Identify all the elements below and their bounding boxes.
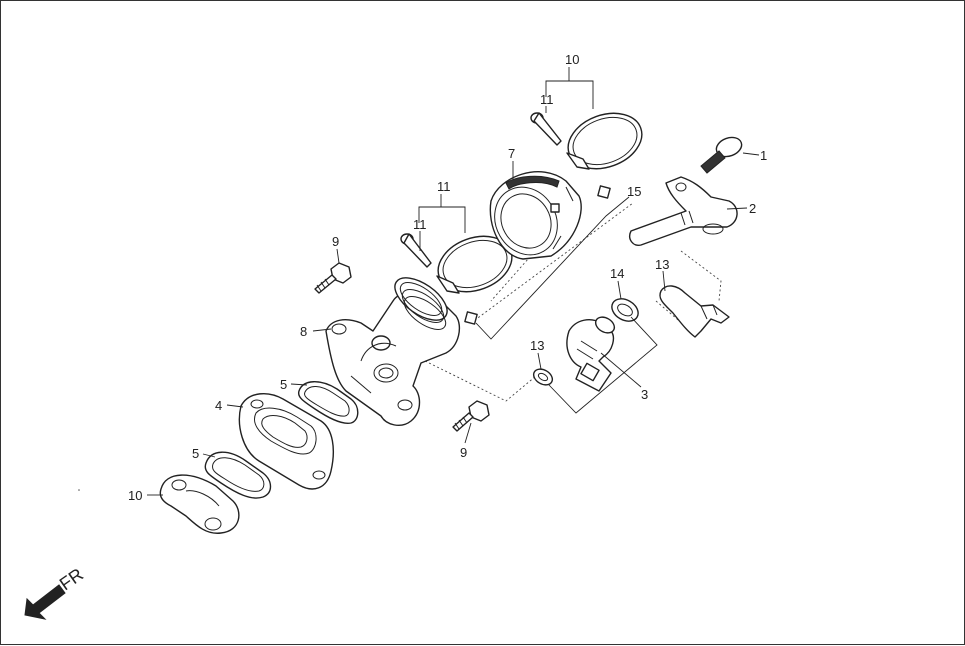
part-7-intake-manifold bbox=[325, 277, 461, 427]
callout-14: 14 bbox=[610, 266, 624, 281]
callout-4: 4 bbox=[215, 398, 222, 413]
callout-15: 15 bbox=[627, 184, 641, 199]
callout-9-top: 10 bbox=[565, 52, 579, 67]
part-4-insulator bbox=[238, 393, 334, 490]
callout-11-right: 11 bbox=[540, 92, 554, 107]
front-arrow-icon bbox=[24, 584, 66, 620]
part-12-bracket bbox=[659, 285, 730, 338]
part-11-screw-right bbox=[530, 112, 562, 146]
callout-labels: 10 11 1 7 11 15 2 11 9 13 14 8 13 5 3 4 … bbox=[128, 52, 767, 503]
callout-12: 13 bbox=[655, 257, 669, 272]
part-5-gasket-lower bbox=[204, 451, 272, 499]
callout-3: 3 bbox=[641, 387, 648, 402]
callout-11-left: 11 bbox=[413, 217, 427, 232]
callout-2: 2 bbox=[749, 201, 756, 216]
part-6-intake-joint bbox=[489, 171, 582, 260]
callout-1: 1 bbox=[760, 148, 767, 163]
callout-5-upper: 5 bbox=[280, 377, 287, 392]
part-11-screw-left bbox=[400, 233, 432, 268]
part-9-clamp-right bbox=[566, 112, 643, 170]
part-13-o-ring bbox=[532, 368, 554, 386]
callout-7: 8 bbox=[300, 324, 307, 339]
part-10-insulator-plate bbox=[159, 474, 240, 534]
callout-8-upper: 9 bbox=[332, 234, 339, 249]
front-direction-indicator: FR bbox=[24, 564, 87, 620]
callout-13: 13 bbox=[530, 338, 544, 353]
callout-5-lower: 5 bbox=[192, 446, 199, 461]
callout-10: 10 bbox=[128, 488, 142, 503]
part-8-bolt-upper bbox=[314, 262, 352, 294]
stray-dot bbox=[78, 489, 80, 491]
part-15-clip-nut bbox=[464, 185, 611, 325]
part-2-sensor-pipe bbox=[629, 176, 738, 246]
part-14-o-ring bbox=[611, 298, 639, 322]
part-8-bolt-lower bbox=[452, 400, 490, 432]
callout-6: 7 bbox=[508, 146, 515, 161]
callout-8-lower: 9 bbox=[460, 445, 467, 460]
leader-lines bbox=[147, 67, 760, 496]
part-5-gasket-upper bbox=[297, 381, 359, 424]
callout-9-left: 11 bbox=[437, 179, 451, 194]
part-3-fuel-injector bbox=[566, 316, 616, 392]
part-1-bolt bbox=[700, 136, 743, 174]
